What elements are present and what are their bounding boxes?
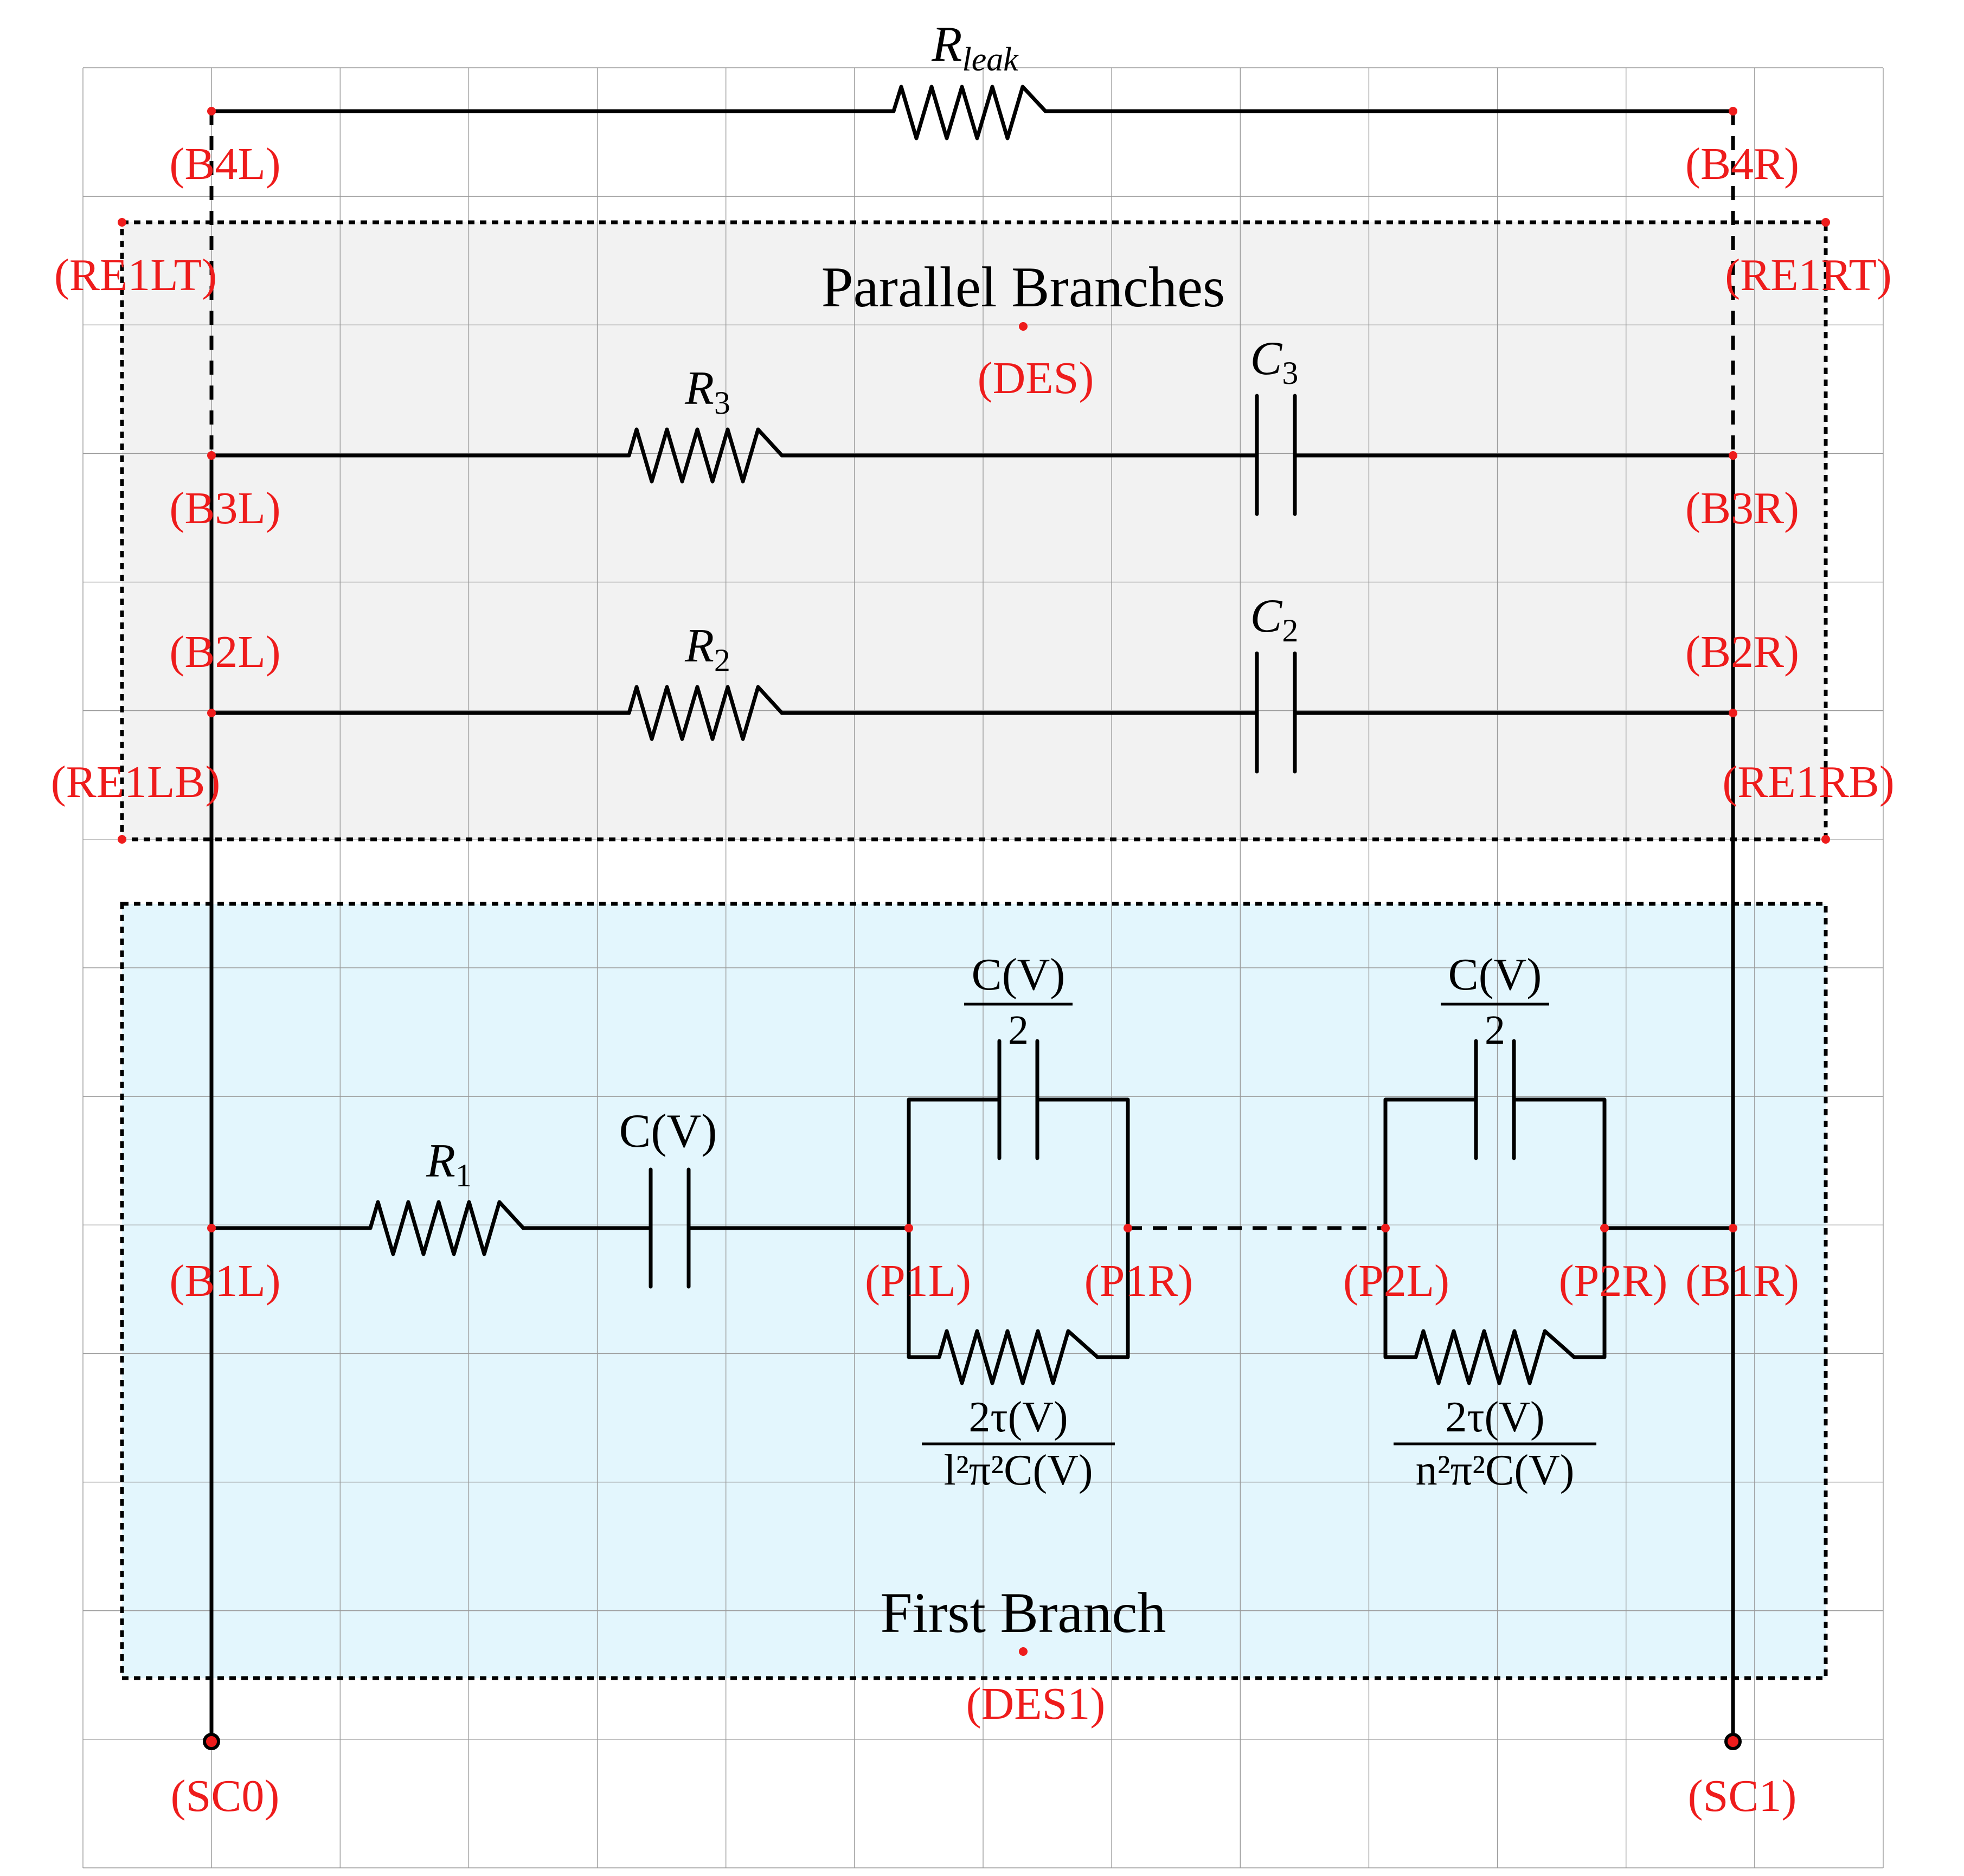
rc1-bottom-wires bbox=[907, 1226, 1130, 1359]
node-dot-des1 bbox=[1019, 1647, 1028, 1656]
label-r1: R1 bbox=[426, 1135, 472, 1193]
node-dot-b2r bbox=[1729, 709, 1737, 717]
background-grid bbox=[82, 67, 1884, 1868]
svg-text:2τ(V): 2τ(V) bbox=[1445, 1393, 1544, 1441]
resistor-rc1 bbox=[937, 1329, 1100, 1385]
svg-text:C(V): C(V) bbox=[1448, 949, 1542, 1000]
node-label-b4l: (B4L) bbox=[169, 139, 280, 189]
node-dot-b4l bbox=[207, 107, 216, 115]
terminal-sc1[interactable] bbox=[1724, 1733, 1742, 1750]
resistor-r2 bbox=[627, 685, 784, 741]
first-branch-region bbox=[122, 904, 1826, 1678]
node-label-sc0: (SC0) bbox=[171, 1771, 280, 1821]
svg-text:2: 2 bbox=[1485, 1007, 1505, 1053]
label-r2: R2 bbox=[684, 620, 730, 678]
node-label-b2r: (B2R) bbox=[1685, 627, 1799, 677]
terminal-sc0[interactable] bbox=[203, 1733, 220, 1750]
node-label-b3r: (B3R) bbox=[1685, 483, 1799, 534]
node-dot-p1r bbox=[1124, 1224, 1132, 1232]
node-label-re1lt: (RE1LT) bbox=[54, 250, 217, 300]
node-label-b1l: (B1L) bbox=[169, 1256, 280, 1306]
node-dots bbox=[118, 107, 1830, 1656]
node-dot-p2r bbox=[1600, 1224, 1609, 1232]
first-branch-title: First Branch bbox=[881, 1581, 1166, 1644]
capacitor-cv-half-1 bbox=[997, 1039, 1039, 1160]
resistor-r1 bbox=[368, 1200, 525, 1256]
label-cv-half-1: C(V) 2 bbox=[964, 949, 1073, 1053]
rc1-top-wires bbox=[907, 1097, 1130, 1230]
resistor-rleak bbox=[891, 85, 1048, 140]
node-label-b3l: (B3L) bbox=[169, 483, 280, 534]
label-rc1-resistance: 2τ(V) l²π²C(V) bbox=[922, 1393, 1115, 1494]
resistor-r3 bbox=[627, 427, 784, 484]
node-label-b4r: (B4R) bbox=[1685, 139, 1799, 189]
node-label-p2r: (P2R) bbox=[1559, 1256, 1668, 1306]
svg-text:n²π²C(V): n²π²C(V) bbox=[1416, 1447, 1575, 1494]
svg-text:C(V): C(V) bbox=[972, 949, 1066, 1000]
svg-text:2: 2 bbox=[1008, 1007, 1029, 1053]
label-c2: C2 bbox=[1250, 590, 1299, 648]
node-label-re1rb: (RE1RB) bbox=[1722, 757, 1894, 807]
label-cv: C(V) bbox=[619, 1105, 717, 1158]
label-r3: R3 bbox=[684, 362, 730, 421]
node-label-p1r: (P1R) bbox=[1084, 1256, 1193, 1306]
node-dot-p1l bbox=[904, 1224, 913, 1232]
node-label-des1: (DES1) bbox=[966, 1679, 1106, 1729]
node-dot-p2l bbox=[1381, 1224, 1390, 1232]
parallel-branches-border bbox=[120, 220, 1828, 841]
svg-text:l²π²C(V): l²π²C(V) bbox=[944, 1447, 1093, 1494]
label-rc2-resistance: 2τ(V) n²π²C(V) bbox=[1394, 1393, 1596, 1494]
node-label-p1l: (P1L) bbox=[865, 1256, 971, 1306]
node-dot-b1l bbox=[207, 1224, 216, 1232]
first-branch-border bbox=[120, 902, 1828, 1680]
node-label-re1lb: (RE1LB) bbox=[51, 757, 221, 807]
node-labels: (B4L) (B4R) (RE1LT) (RE1RT) (DES) (B3L) … bbox=[51, 139, 1895, 1821]
node-label-p2l: (P2L) bbox=[1343, 1256, 1449, 1306]
rc2-bottom-wires bbox=[1383, 1226, 1607, 1359]
label-rleak: Rleak bbox=[931, 16, 1019, 78]
node-label-b1r: (B1R) bbox=[1685, 1256, 1799, 1306]
svg-text:2τ(V): 2τ(V) bbox=[968, 1393, 1068, 1441]
node-dot-des bbox=[1019, 322, 1028, 331]
node-dot-b3l bbox=[207, 451, 216, 460]
node-dot-b2l bbox=[207, 709, 216, 717]
node-dot-b3r bbox=[1729, 451, 1737, 460]
resistor-rc2 bbox=[1414, 1329, 1576, 1385]
node-label-des: (DES) bbox=[978, 353, 1094, 403]
node-dot-re1rt bbox=[1821, 218, 1830, 227]
node-label-sc1: (SC1) bbox=[1688, 1771, 1797, 1821]
parallel-branches-title: Parallel Branches bbox=[821, 255, 1225, 319]
node-label-b2l: (B2L) bbox=[169, 627, 280, 677]
node-dot-re1rb bbox=[1821, 835, 1830, 844]
label-c3: C3 bbox=[1250, 332, 1299, 391]
node-dot-re1lb bbox=[118, 835, 126, 844]
node-dot-b4r bbox=[1729, 107, 1737, 115]
node-dot-re1lt bbox=[118, 218, 126, 227]
rc2-top-wires bbox=[1383, 1097, 1607, 1230]
capacitor-cv-half-2 bbox=[1474, 1039, 1516, 1160]
label-cv-half-2: C(V) 2 bbox=[1441, 949, 1549, 1053]
node-dot-b1r bbox=[1729, 1224, 1737, 1232]
node-label-re1rt: (RE1RT) bbox=[1725, 250, 1892, 300]
